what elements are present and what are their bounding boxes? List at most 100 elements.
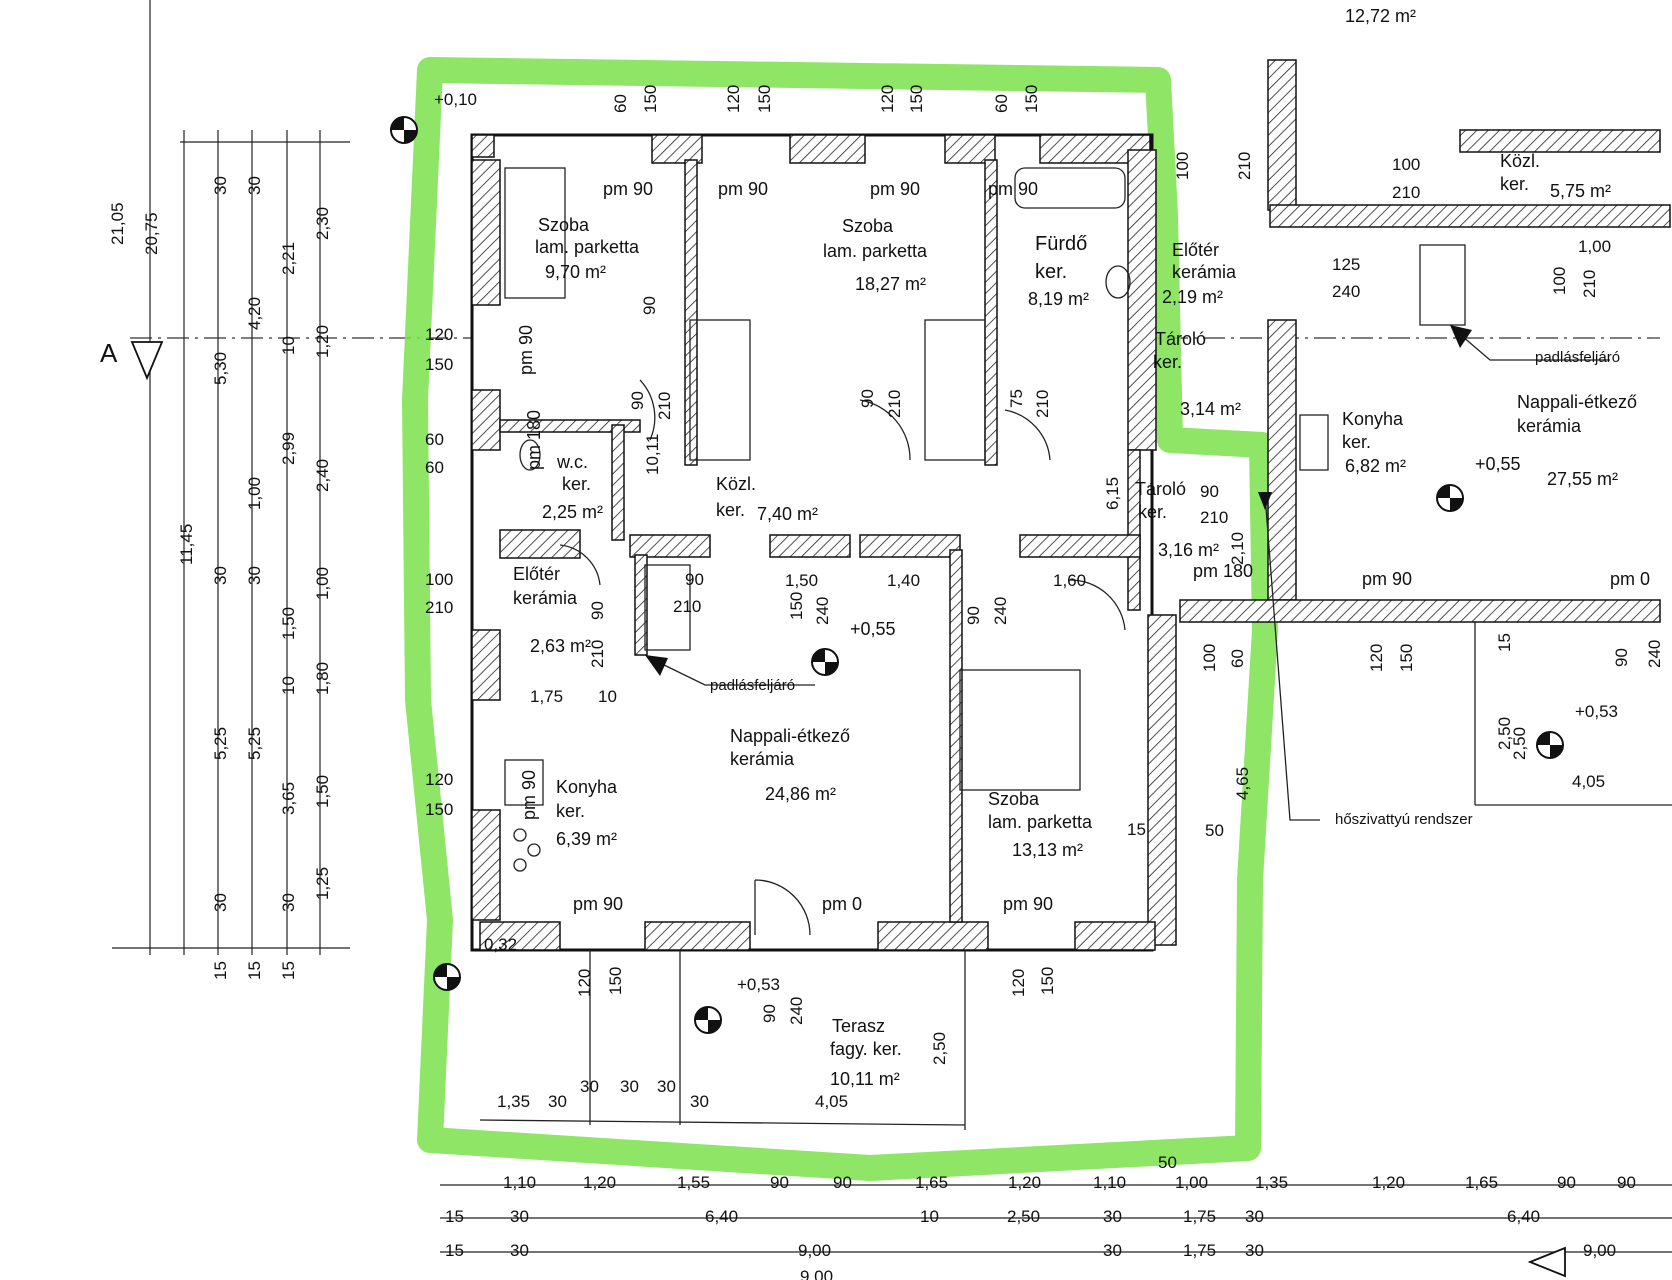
svg-text:13,13 m²: 13,13 m² — [1012, 840, 1083, 860]
svg-text:1,40: 1,40 — [887, 571, 920, 590]
svg-text:ker.: ker. — [556, 801, 585, 821]
svg-text:210: 210 — [425, 598, 453, 617]
svg-text:Konyha: Konyha — [1342, 409, 1404, 429]
svg-text:30: 30 — [211, 893, 230, 912]
room-kozl: Közl.ker.7,40 m² — [716, 474, 818, 524]
svg-text:50: 50 — [1205, 821, 1224, 840]
svg-text:Nappali-étkező: Nappali-étkező — [730, 726, 850, 746]
svg-text:pm 0: pm 0 — [822, 894, 862, 914]
svg-text:lam. parketta: lam. parketta — [988, 812, 1093, 832]
svg-text:150: 150 — [425, 800, 453, 819]
svg-text:210: 210 — [1580, 270, 1599, 298]
svg-text:lam. parketta: lam. parketta — [535, 237, 640, 257]
level-living: +0,55 — [850, 619, 896, 639]
svg-text:210: 210 — [588, 640, 607, 668]
bed-small — [504, 167, 566, 299]
svg-text:90: 90 — [1557, 1173, 1576, 1192]
svg-text:2,25 m²: 2,25 m² — [542, 502, 603, 522]
svg-text:kerámia: kerámia — [730, 749, 795, 769]
svg-text:2,21: 2,21 — [279, 242, 298, 275]
svg-text:1,35: 1,35 — [1255, 1173, 1288, 1192]
left-dim-labels: 21,05 20,75 11,45 5,30 5,25 30 30 30 15 … — [108, 176, 332, 980]
svg-text:Tároló: Tároló — [1135, 479, 1186, 499]
svg-text:1,75: 1,75 — [1183, 1241, 1216, 1260]
svg-text:Közl.: Közl. — [1500, 151, 1540, 171]
attic-access-label: padlásfeljáró — [710, 677, 795, 694]
svg-text:30: 30 — [690, 1092, 709, 1111]
svg-text:90: 90 — [640, 296, 659, 315]
svg-text:9,70 m²: 9,70 m² — [545, 262, 606, 282]
svg-text:pm 90: pm 90 — [516, 325, 536, 375]
level-terrace: +0,53 — [737, 975, 780, 994]
svg-text:12,72 m²: 12,72 m² — [1345, 6, 1416, 26]
svg-text:1,10: 1,10 — [503, 1173, 536, 1192]
svg-text:6,40: 6,40 — [1507, 1207, 1540, 1226]
svg-text:90: 90 — [770, 1173, 789, 1192]
svg-text:lam. parketta: lam. parketta — [823, 241, 928, 261]
svg-text:2,10: 2,10 — [1228, 532, 1247, 565]
svg-text:90: 90 — [685, 570, 704, 589]
svg-text:30: 30 — [211, 566, 230, 585]
svg-text:60: 60 — [425, 458, 444, 477]
svg-text:1,20: 1,20 — [583, 1173, 616, 1192]
svg-text:150: 150 — [425, 355, 453, 374]
svg-text:5,30: 5,30 — [211, 352, 230, 385]
bed-double — [959, 669, 1081, 791]
svg-text:30: 30 — [548, 1092, 567, 1111]
svg-text:15: 15 — [1127, 820, 1146, 839]
svg-text:fagy. ker.: fagy. ker. — [830, 1039, 902, 1059]
svg-text:1,50: 1,50 — [313, 775, 332, 808]
svg-text:10,11: 10,11 — [643, 434, 662, 475]
attic-access-right-label: padlásfeljáró — [1535, 349, 1620, 366]
svg-text:150: 150 — [1022, 85, 1041, 113]
svg-text:1,00: 1,00 — [1175, 1173, 1208, 1192]
svg-text:150: 150 — [787, 592, 806, 620]
svg-text:Tároló: Tároló — [1155, 329, 1206, 349]
svg-text:100: 100 — [1392, 155, 1420, 174]
svg-text:Közl.: Közl. — [716, 474, 756, 494]
svg-text:30: 30 — [211, 176, 230, 195]
svg-text:1,20: 1,20 — [1008, 1173, 1041, 1192]
svg-text:100: 100 — [1200, 644, 1219, 672]
svg-text:4,20: 4,20 — [245, 297, 264, 330]
level-marker-icon — [390, 116, 418, 144]
svg-text:30: 30 — [510, 1207, 529, 1226]
svg-text:w.c.: w.c. — [556, 452, 588, 472]
svg-text:10: 10 — [279, 336, 298, 355]
svg-text:120: 120 — [1009, 969, 1028, 997]
svg-text:pm 90: pm 90 — [718, 179, 768, 199]
svg-text:24,86 m²: 24,86 m² — [765, 784, 836, 804]
svg-text:Előtér: Előtér — [1172, 240, 1219, 260]
svg-text:10: 10 — [598, 687, 617, 706]
room-kozl-right: Közl.ker.5,75 m² — [1500, 151, 1611, 201]
svg-text:2,50: 2,50 — [1510, 727, 1529, 760]
svg-text:240: 240 — [1645, 640, 1664, 668]
svg-text:Nappali-étkező: Nappali-étkező — [1517, 392, 1637, 412]
section-arrow-icon — [1527, 1246, 1566, 1278]
svg-text:120: 120 — [575, 969, 594, 997]
svg-text:ker.: ker. — [1035, 261, 1067, 283]
svg-text:3,65: 3,65 — [279, 782, 298, 815]
svg-text:6,39 m²: 6,39 m² — [556, 829, 617, 849]
bottom-dimension-chains — [440, 1184, 1672, 1253]
attic-hatch — [644, 564, 691, 651]
svg-text:pm 90: pm 90 — [1362, 569, 1412, 589]
svg-text:30: 30 — [245, 566, 264, 585]
svg-text:75: 75 — [1007, 389, 1026, 408]
svg-text:150: 150 — [1038, 967, 1057, 995]
level-marker-icon — [1536, 731, 1564, 759]
svg-text:pm 90: pm 90 — [988, 179, 1038, 199]
svg-text:15: 15 — [1495, 633, 1514, 652]
svg-text:2,50: 2,50 — [1495, 717, 1514, 750]
svg-text:1,60: 1,60 — [1053, 571, 1086, 590]
svg-text:Szoba: Szoba — [538, 215, 590, 235]
svg-text:2,99: 2,99 — [279, 432, 298, 465]
svg-text:1,35: 1,35 — [497, 1092, 530, 1111]
svg-text:1,50: 1,50 — [785, 571, 818, 590]
bed-right — [924, 319, 986, 461]
svg-text:30: 30 — [510, 1241, 529, 1260]
